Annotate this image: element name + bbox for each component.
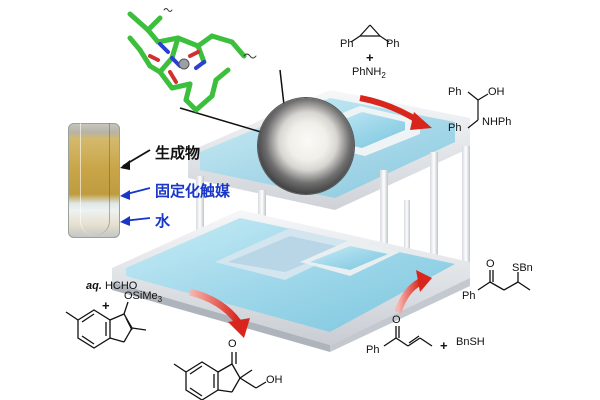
arrow-head-right	[416, 270, 432, 292]
lower-deck	[112, 210, 470, 352]
epoxide-ph-left: Ph	[340, 38, 354, 50]
epoxide-structure	[350, 24, 390, 43]
epoxide-ph-right: Ph	[386, 38, 400, 50]
aq-hcho-label: aq. HCHO	[86, 280, 138, 292]
hydroxymethyl-indanone-structure	[173, 352, 267, 400]
product-label: 生成物	[155, 144, 201, 162]
product-ph-upper: Ph	[448, 86, 462, 98]
test-tube	[80, 123, 110, 235]
arrow-head-top	[410, 112, 432, 130]
product-sbn: SBn	[512, 262, 533, 274]
enone-carbonyl-o: O	[392, 314, 401, 326]
catalyst-powder-image	[258, 98, 354, 194]
product-carbonyl-o: O	[486, 258, 495, 270]
silyl-group-label: OSiMe3	[124, 290, 163, 305]
reaction-arrows	[189, 95, 432, 338]
plus-sign-left: +	[102, 298, 110, 313]
arrow-head-left	[228, 318, 250, 338]
plus-sign-right: +	[440, 338, 448, 353]
sulfa-michael-product-structure	[477, 270, 531, 291]
catalyst-label: 固定化触媒	[155, 182, 231, 200]
enone-ph: Ph	[366, 344, 380, 356]
product-oh: OH	[488, 86, 505, 98]
enone-structure	[383, 326, 433, 347]
indanone-carbonyl-o: O	[228, 338, 237, 350]
product-ph-lower: Ph	[448, 122, 462, 134]
reaction-vial-photo	[68, 123, 120, 238]
product-nhph: NHPh	[482, 116, 512, 128]
catalyst-molecule-model	[127, 8, 257, 113]
hydroxymethyl-oh: OH	[266, 374, 283, 386]
silyl-enol-ether-structure	[65, 301, 147, 349]
aniline-label: PhNH2	[352, 66, 386, 81]
benzyl-thiol-label: BnSH	[456, 336, 485, 348]
water-label: 水	[155, 212, 171, 230]
product-ph-right: Ph	[462, 290, 476, 302]
plus-sign-top: +	[366, 50, 374, 65]
aminoalcohol-structure	[467, 91, 489, 129]
